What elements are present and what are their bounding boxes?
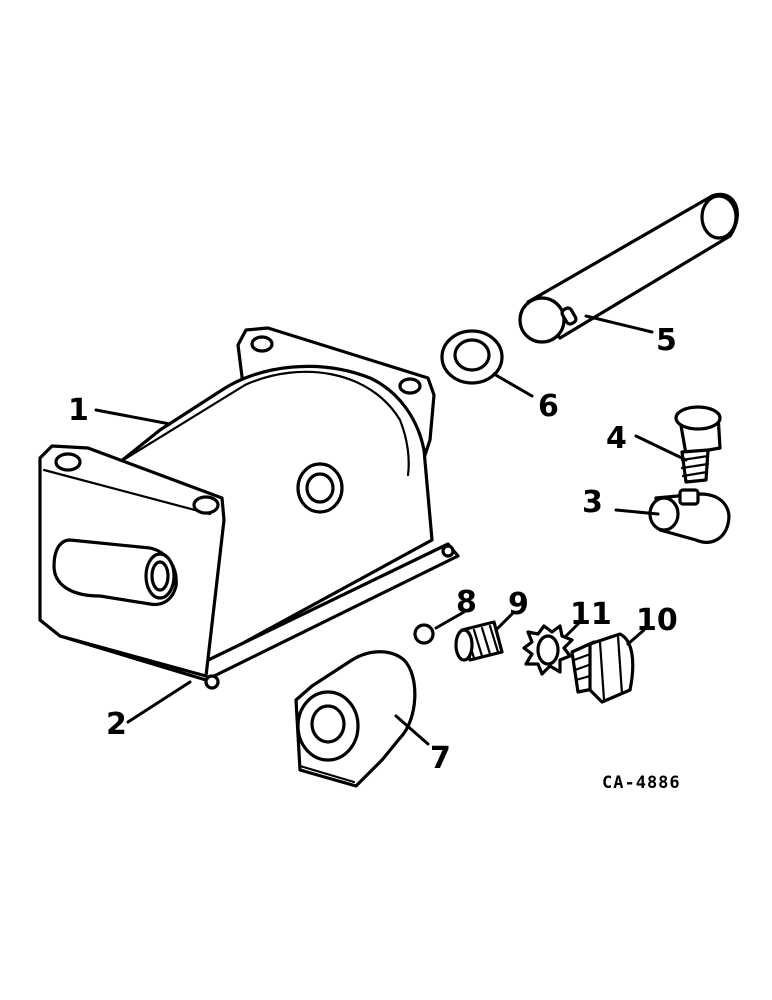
check-ball [413, 623, 435, 645]
callout-7: 7 [430, 741, 451, 776]
plug [674, 405, 722, 484]
lock-washer [522, 624, 574, 676]
drawing-code: CA-4886 [602, 773, 681, 793]
bracket-elbow [294, 650, 417, 788]
shaft-pin [518, 192, 739, 344]
elbow-fitting [648, 488, 731, 544]
spring [454, 620, 504, 662]
leader-lines [94, 314, 688, 746]
callout-8: 8 [456, 585, 477, 620]
callout-1: 1 [68, 393, 89, 428]
washer [440, 329, 504, 385]
pump-housing [38, 326, 460, 690]
callout-labels: 1 2 3 4 5 6 7 8 9 10 11 [68, 323, 678, 776]
callout-3: 3 [582, 485, 603, 520]
callout-2: 2 [106, 707, 127, 742]
hex-bolt [570, 632, 635, 704]
callout-9: 9 [508, 587, 529, 622]
callout-6: 6 [538, 389, 559, 424]
callout-5: 5 [656, 323, 677, 358]
callout-10: 10 [636, 603, 678, 638]
callout-4: 4 [606, 421, 627, 456]
callout-11: 11 [570, 597, 612, 632]
